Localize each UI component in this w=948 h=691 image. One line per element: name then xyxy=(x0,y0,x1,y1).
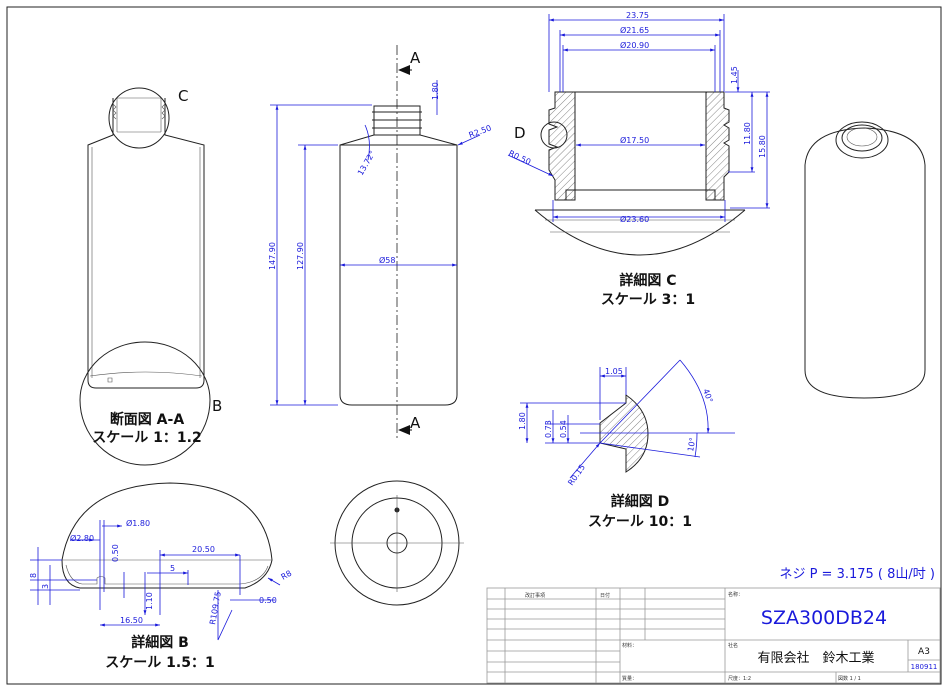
dim-radius: R0.50 xyxy=(507,149,532,167)
detail-b-title: 詳細図 B xyxy=(131,634,189,651)
sheet-label: 図数 1 / 1 xyxy=(838,675,861,682)
isometric-view xyxy=(804,121,926,399)
bottom-view xyxy=(330,480,464,606)
dim-angle1: 40° xyxy=(701,388,714,404)
dim-d1: Ø1.80 xyxy=(126,518,150,528)
name-label: 名称： xyxy=(728,591,743,598)
detail-c-circle xyxy=(108,87,170,149)
dim-inner: Ø17.50 xyxy=(620,135,649,145)
detail-b-scale: スケール 1.5：1 xyxy=(105,655,214,671)
company-label: 社名 xyxy=(728,642,738,649)
dim-width: 1.05 xyxy=(605,367,623,376)
dim-w3: 16.50 xyxy=(120,616,143,625)
dim-w2: 5 xyxy=(170,564,175,573)
company-name: 有限会社 鈴木工業 xyxy=(757,650,874,666)
dim-overall-height: 147.90 xyxy=(268,242,277,270)
date-header: 日付 xyxy=(600,592,610,599)
dim-d2: Ø20.90 xyxy=(620,40,649,50)
detail-d-scale: スケール 10：1 xyxy=(588,514,692,530)
dim-h1: 0.50 xyxy=(111,544,120,562)
dim-r1: R109.75 xyxy=(208,591,223,626)
dim-angle: 13.72° xyxy=(356,149,377,177)
dim-radius: R0.15 xyxy=(566,463,587,487)
front-view: A A 147.90 127.90 Ø58 R2.50 13.72° 1.80 xyxy=(268,45,493,440)
scale-label: 尺度：1:2 xyxy=(728,675,751,682)
title-block: 改訂事項 日付 名称： SZA300DB24 材料： 社名 有限会社 鈴木工業 … xyxy=(486,587,941,684)
section-mark-bottom: A xyxy=(410,414,421,432)
dim-outer-width: 23.75 xyxy=(626,11,649,20)
dim-radius: R2.50 xyxy=(468,123,493,139)
dim-h2: 15.80 xyxy=(758,135,767,158)
dim-d1: Ø21.65 xyxy=(620,25,649,35)
material-label: 材料： xyxy=(622,642,637,649)
mass-label: 質量： xyxy=(622,675,637,682)
dim-h8: 8 xyxy=(29,573,38,578)
sheet-border xyxy=(6,6,942,685)
detail-d-title: 詳細図 D xyxy=(611,493,670,510)
dim-w4: 0.50 xyxy=(259,596,277,605)
drawing-number: 180911 xyxy=(911,663,938,671)
dim-h1: 11.80 xyxy=(743,122,752,145)
dim-d2: Ø2.80 xyxy=(70,533,94,543)
part-name: SZA300DB24 xyxy=(761,607,887,629)
detail-d-circle xyxy=(540,121,568,149)
dim-h1: 0.73 xyxy=(544,420,553,438)
dim-body-height: 127.90 xyxy=(296,242,305,270)
dim-h4: 1.10 xyxy=(145,592,154,610)
detail-c-label: C xyxy=(178,87,188,105)
dim-top: 1.45 xyxy=(730,66,739,84)
detail-b-circle xyxy=(79,341,211,466)
dim-angle2: 10° xyxy=(686,437,697,453)
dim-h3: 3 xyxy=(41,584,50,589)
section-title: 断面図 A-A xyxy=(110,411,185,428)
dim-height: 1.80 xyxy=(518,412,527,430)
detail-b-label: B xyxy=(212,397,222,415)
detail-c-scale: スケール 3：1 xyxy=(601,292,695,308)
dim-thread-top: 1.80 xyxy=(431,82,440,100)
detail-c: D 23.75 Ø21.65 Ø20.90 Ø17.50 Ø23.60 11.8… xyxy=(507,11,770,308)
dim-h2: 0.54 xyxy=(559,420,568,438)
detail-b: Ø1.80 Ø2.80 0.50 20.50 5 8 3 1.10 16.50 … xyxy=(29,482,294,671)
revision-header: 改訂事項 xyxy=(525,592,545,599)
dim-base: Ø23.60 xyxy=(620,214,649,224)
section-view-a-a: C B 断面図 A-A スケール 1：1.2 xyxy=(79,87,222,466)
detail-d-label: D xyxy=(514,124,526,142)
sheet-size: A3 xyxy=(918,647,930,657)
thread-note: ネジ P = 3.175 ( 8山/吋 ) xyxy=(779,567,935,582)
detail-c-title: 詳細図 C xyxy=(619,272,676,289)
section-scale: スケール 1：1.2 xyxy=(92,430,201,446)
dim-w1: 20.50 xyxy=(192,545,215,554)
dim-r2: R8 xyxy=(280,569,294,582)
dim-diameter: Ø58 xyxy=(379,255,395,265)
detail-d: 1.05 1.80 0.73 0.54 R0.15 40° 10° 詳細図 D … xyxy=(518,359,735,530)
section-mark-top: A xyxy=(410,49,421,67)
